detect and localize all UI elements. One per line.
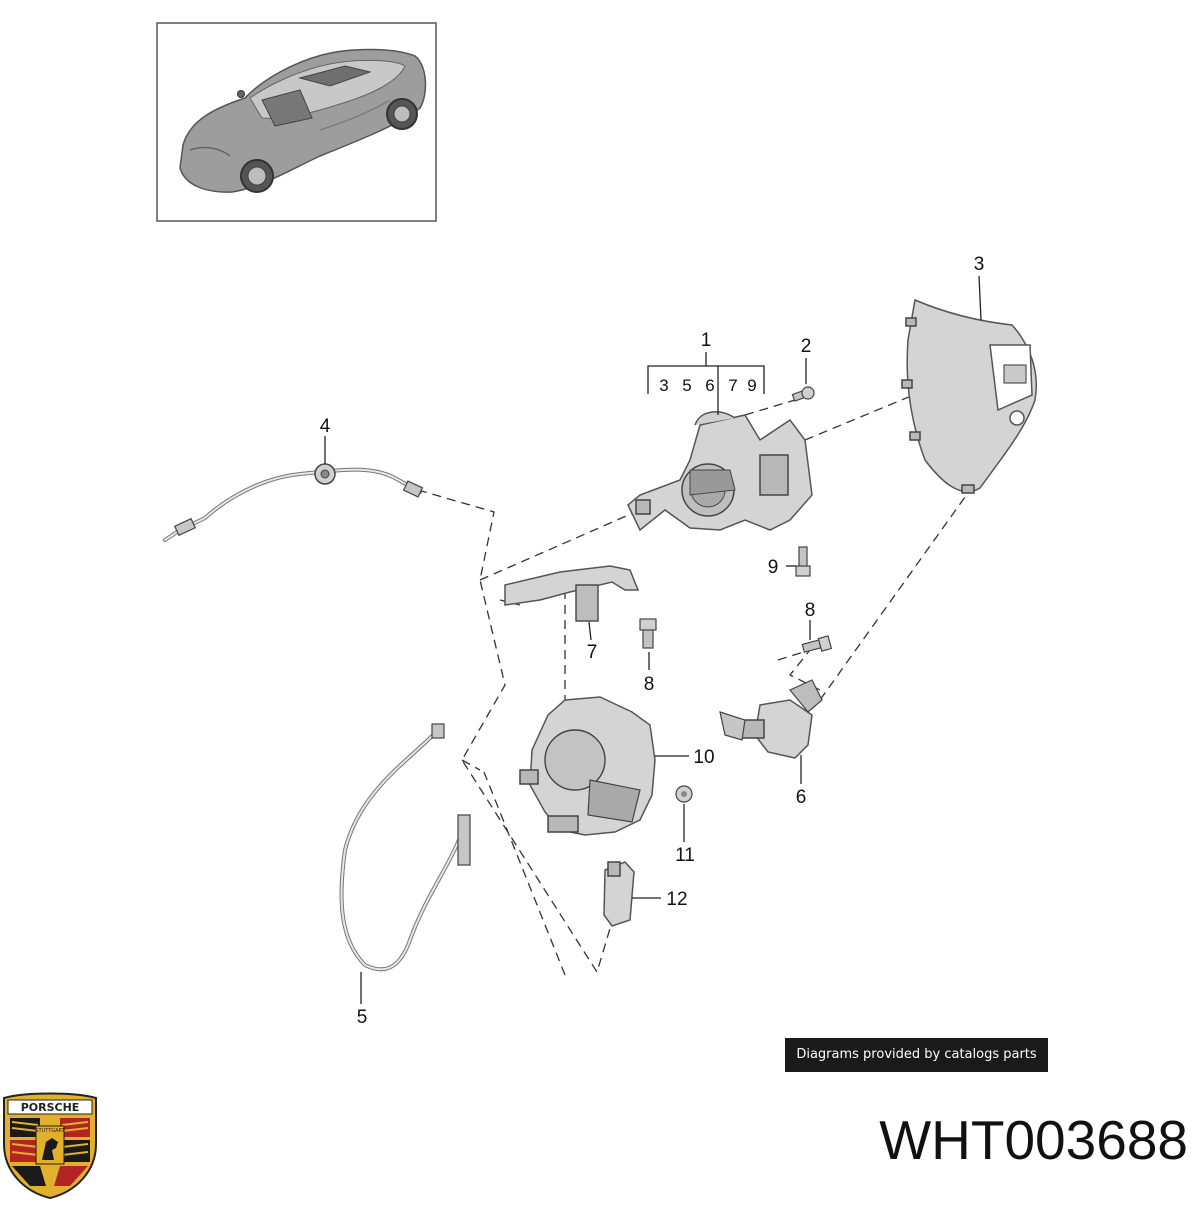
part-9-screw: [795, 546, 811, 577]
car-illustration: [179, 48, 427, 193]
callout-1: 1: [701, 330, 712, 351]
part-5-cable: [339, 723, 471, 972]
part-6-actuator: [719, 679, 823, 759]
part-7-bracket: [504, 565, 640, 622]
part-8-screw-right: [801, 635, 833, 653]
callout-4: 4: [320, 416, 331, 437]
crest-city: STUTTGART: [35, 1128, 65, 1134]
subassembly-item: 5: [682, 376, 691, 395]
callout-7: 7: [587, 642, 598, 663]
part-4-cable: [163, 463, 424, 542]
part-number-label: WHT003688: [879, 1109, 1188, 1171]
callout-8a: 8: [644, 674, 655, 695]
callout-12: 12: [666, 889, 687, 910]
credit-banner: Diagrams provided by catalogs parts: [785, 1038, 1048, 1072]
callout-5: 5: [357, 1007, 368, 1028]
part-2-screw: [791, 386, 815, 402]
callout-6: 6: [796, 787, 807, 808]
callout-10: 10: [693, 747, 714, 768]
part-1-lock-assembly: [627, 411, 813, 532]
subassembly-item: 3: [659, 376, 668, 395]
callout-8b: 8: [805, 600, 816, 621]
part-3-cover: [901, 298, 1038, 494]
part-12-clip: [603, 861, 635, 927]
callout-labels: 1 3 5 6 7 9 2 3 4 5 6 7 8 8 9 10 11 12: [320, 254, 985, 1028]
subassembly-item: 7: [728, 376, 737, 395]
callout-9: 9: [768, 557, 779, 578]
leader-lines: [324, 275, 982, 1004]
callout-3: 3: [974, 254, 985, 275]
subassembly-item: 6: [705, 376, 714, 395]
callout-2: 2: [801, 336, 812, 357]
part-10-latch: [519, 696, 656, 836]
vehicle-thumbnail: [156, 22, 437, 222]
callout-11: 11: [675, 845, 695, 866]
part-11-bolt: [675, 785, 693, 803]
porsche-crest-logo: PORSCHE STUTTGART: [0, 1092, 100, 1200]
subassembly-item: 9: [747, 376, 756, 395]
crest-name: PORSCHE: [21, 1101, 80, 1114]
part-8-screw-left: [639, 618, 657, 649]
